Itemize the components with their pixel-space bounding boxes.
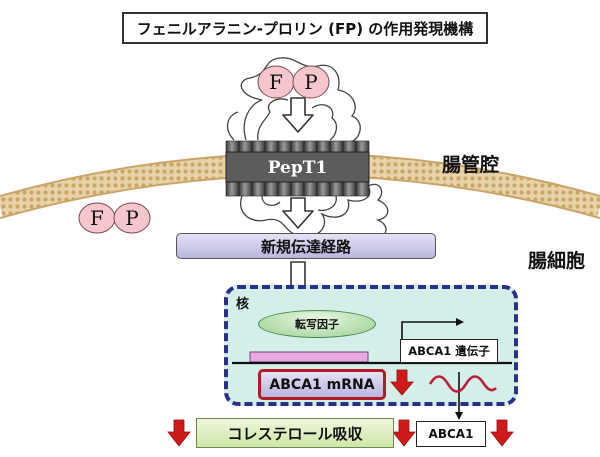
nucleus-label: 核	[236, 297, 250, 312]
transporter-loops	[227, 57, 389, 239]
residue-p-circle	[113, 202, 151, 234]
abca1-protein-box: ABCA1	[416, 421, 486, 447]
abca1-mrna-box: ABCA1 mRNA	[258, 369, 386, 400]
pept1-helices	[225, 140, 370, 197]
residue-f-label: F	[269, 70, 283, 94]
diagram-title: フェニルアラニン-プロリン (FP) の作用発現機構	[122, 12, 488, 44]
dipeptide-fp-lumen: F P	[257, 65, 330, 99]
residue-f-label: F	[90, 206, 104, 230]
arrow-out-of-transporter	[282, 197, 314, 229]
dipeptide-fp-membrane: F P	[78, 202, 151, 234]
abca1-gene-box: ABCA1 遺伝子	[400, 339, 498, 363]
arrow-into-transporter	[282, 97, 314, 133]
transporter-label: PepT1	[268, 158, 328, 178]
residue-p-label: P	[125, 206, 138, 230]
novel-pathway-box: 新規伝達経路	[176, 233, 436, 259]
residue-p-circle	[292, 65, 330, 99]
cell-label: 腸細胞	[528, 250, 586, 272]
cholesterol-absorption-box: コレステロール吸収	[196, 418, 394, 448]
flow-arrows	[282, 97, 314, 307]
pept1-label-layer: PepT1	[268, 158, 328, 178]
transcription-factor: 転写因子	[258, 310, 376, 338]
residue-p-label: P	[304, 70, 317, 94]
lumen-label: 腸管腔	[442, 154, 500, 176]
